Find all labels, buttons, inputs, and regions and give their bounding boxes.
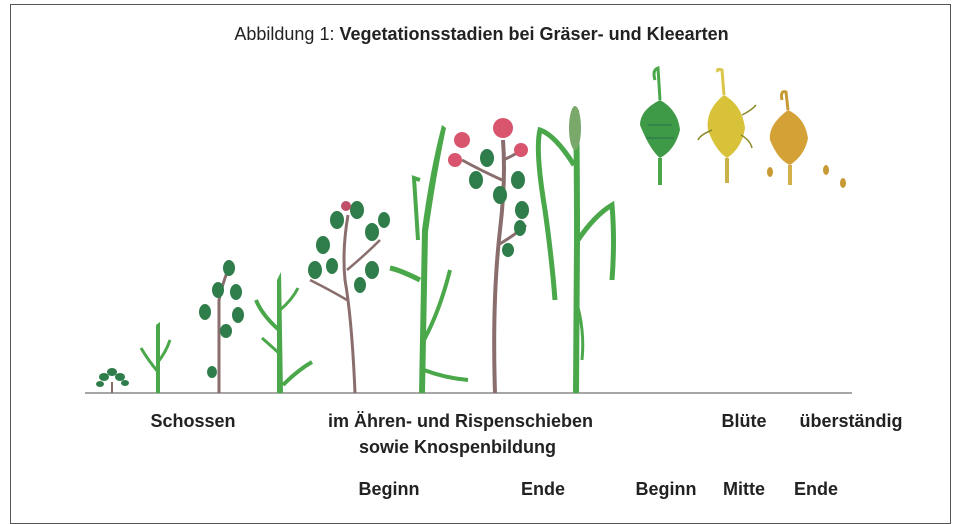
stage-label-knospenbildung: sowie Knospenbildung (359, 437, 556, 458)
clover-flowering-icon (448, 118, 529, 393)
ear-blooming-icon (698, 69, 756, 183)
substage-label-beginn: Beginn (359, 479, 420, 500)
substage-label-bluete-ende: Ende (794, 479, 838, 500)
stage-label-aehrenschieben: im Ähren- und Rispenschieben (328, 411, 593, 432)
stage-label-bluete: Blüte (722, 411, 767, 432)
clover-seedling-icon (96, 368, 129, 393)
substage-label-bluete-beginn: Beginn (636, 479, 697, 500)
grass-medium-icon (256, 272, 312, 393)
grass-panicle-icon (538, 106, 613, 393)
ear-green-icon (640, 68, 680, 185)
clover-budding-icon (308, 201, 390, 393)
clover-young-icon (199, 260, 244, 393)
grass-young-icon (141, 322, 170, 393)
stage-label-schossen: Schossen (150, 411, 235, 432)
substage-label-ende: Ende (521, 479, 565, 500)
ear-overripe-icon (767, 92, 846, 188)
substage-label-bluete-mitte: Mitte (723, 479, 765, 500)
stage-label-ueberstaendig: überständig (799, 411, 902, 432)
